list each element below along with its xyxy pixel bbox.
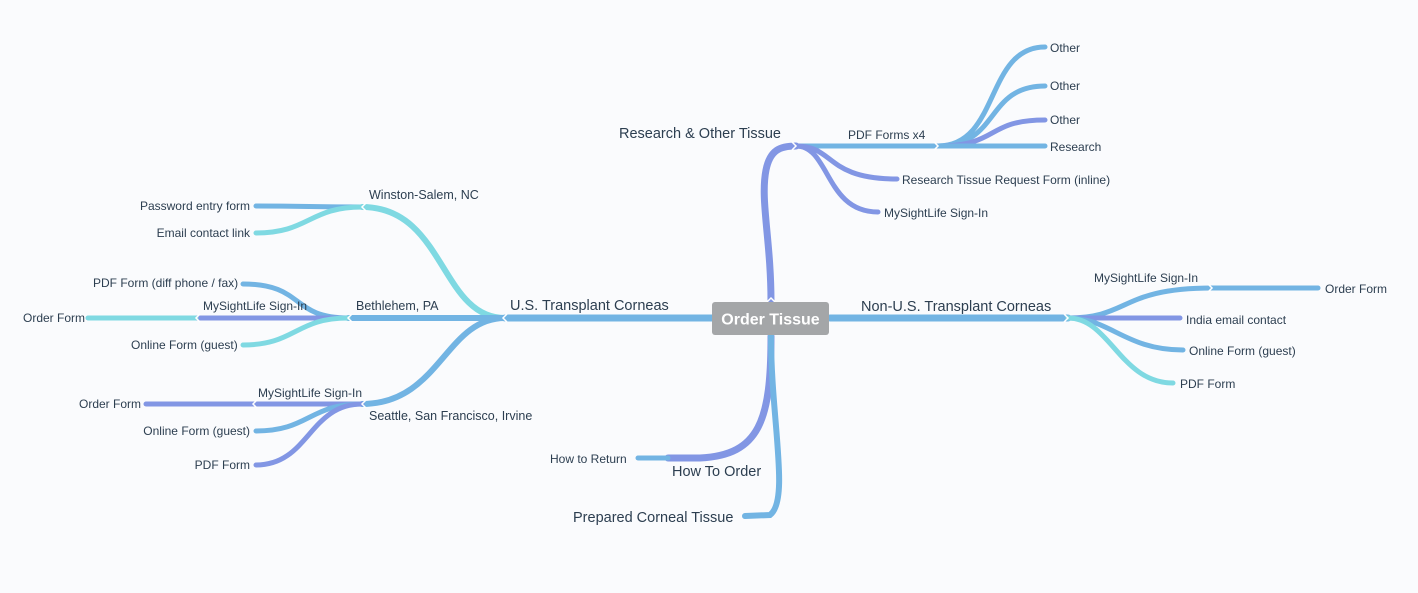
nonus-online-form-label[interactable]: Online Form (guest) <box>1189 344 1296 358</box>
mind-map-edges <box>85 44 1321 519</box>
root-node[interactable]: Order Tissue <box>712 302 829 335</box>
prepared-tissue-label[interactable]: Prepared Corneal Tissue <box>573 510 733 526</box>
edge-winston-email <box>253 204 365 236</box>
junction-bethlehem-signin <box>194 313 201 323</box>
edge-root-prepared <box>742 333 783 519</box>
edge-us-seattle <box>359 315 508 407</box>
junction-seattle <box>360 399 367 409</box>
nonus-pdf-form-label[interactable]: PDF Form <box>1180 377 1235 391</box>
bethlehem-label[interactable]: Bethlehem, PA <box>356 299 439 313</box>
edge-seattle-pdf <box>253 401 365 468</box>
email-contact-link-label[interactable]: Email contact link <box>157 226 251 240</box>
other-3-label[interactable]: Other <box>1050 113 1080 127</box>
edge-nonus-pdf <box>1065 315 1176 386</box>
junction-seattle-signin <box>251 399 258 409</box>
junction-winston <box>360 202 367 212</box>
research-signin-label[interactable]: MySightLife Sign-In <box>884 206 988 220</box>
bethlehem-order-form-label[interactable]: Order Form <box>23 311 85 325</box>
research-request-form-label[interactable]: Research Tissue Request Form (inline) <box>902 173 1110 187</box>
seattle-online-form-label[interactable]: Online Form (guest) <box>143 424 250 438</box>
pdf-forms-x4-label[interactable]: PDF Forms x4 <box>848 128 926 142</box>
how-to-return-label[interactable]: How to Return <box>550 452 627 466</box>
junction-nonus-signin <box>1207 283 1214 293</box>
root-label: Order Tissue <box>721 312 820 329</box>
seattle-signin-label[interactable]: MySightLife Sign-In <box>258 386 362 400</box>
nonus-order-form-label[interactable]: Order Form <box>1325 282 1387 296</box>
seattle-label[interactable]: Seattle, San Francisco, Irvine <box>369 409 532 423</box>
how-to-order-label[interactable]: How To Order <box>672 464 761 480</box>
junction-bethlehem <box>346 313 353 323</box>
edge-bethlehem-online <box>240 315 351 348</box>
other-2-label[interactable]: Other <box>1050 79 1080 93</box>
research-item-label[interactable]: Research <box>1050 140 1101 154</box>
junction-us <box>501 313 508 323</box>
password-entry-form-label[interactable]: Password entry form <box>140 199 250 213</box>
bethlehem-online-form-label[interactable]: Online Form (guest) <box>131 338 238 352</box>
nonus-transplant-label[interactable]: Non-U.S. Transplant Corneas <box>861 299 1051 315</box>
pdf-form-diff-label[interactable]: PDF Form (diff phone / fax) <box>93 276 238 290</box>
junction-root-top <box>766 296 776 303</box>
winston-salem-label[interactable]: Winston-Salem, NC <box>369 188 479 202</box>
edge-root-research <box>760 142 800 306</box>
other-1-label[interactable]: Other <box>1050 41 1080 55</box>
edge-research-signin <box>793 143 881 215</box>
nonus-signin-label[interactable]: MySightLife Sign-In <box>1094 271 1198 285</box>
research-label[interactable]: Research & Other Tissue <box>619 126 781 142</box>
edge-us-winston <box>359 204 508 321</box>
junction-research <box>791 141 798 151</box>
india-email-contact-label[interactable]: India email contact <box>1186 313 1287 327</box>
seattle-order-form-label[interactable]: Order Form <box>79 397 141 411</box>
us-transplant-label[interactable]: U.S. Transplant Corneas <box>510 298 669 314</box>
bethlehem-signin-label[interactable]: MySightLife Sign-In <box>203 299 307 313</box>
edge-root-howto <box>664 332 775 462</box>
junction-pdfforms <box>933 141 940 151</box>
junction-nonus <box>1063 313 1070 323</box>
seattle-pdf-form-label[interactable]: PDF Form <box>195 458 250 472</box>
